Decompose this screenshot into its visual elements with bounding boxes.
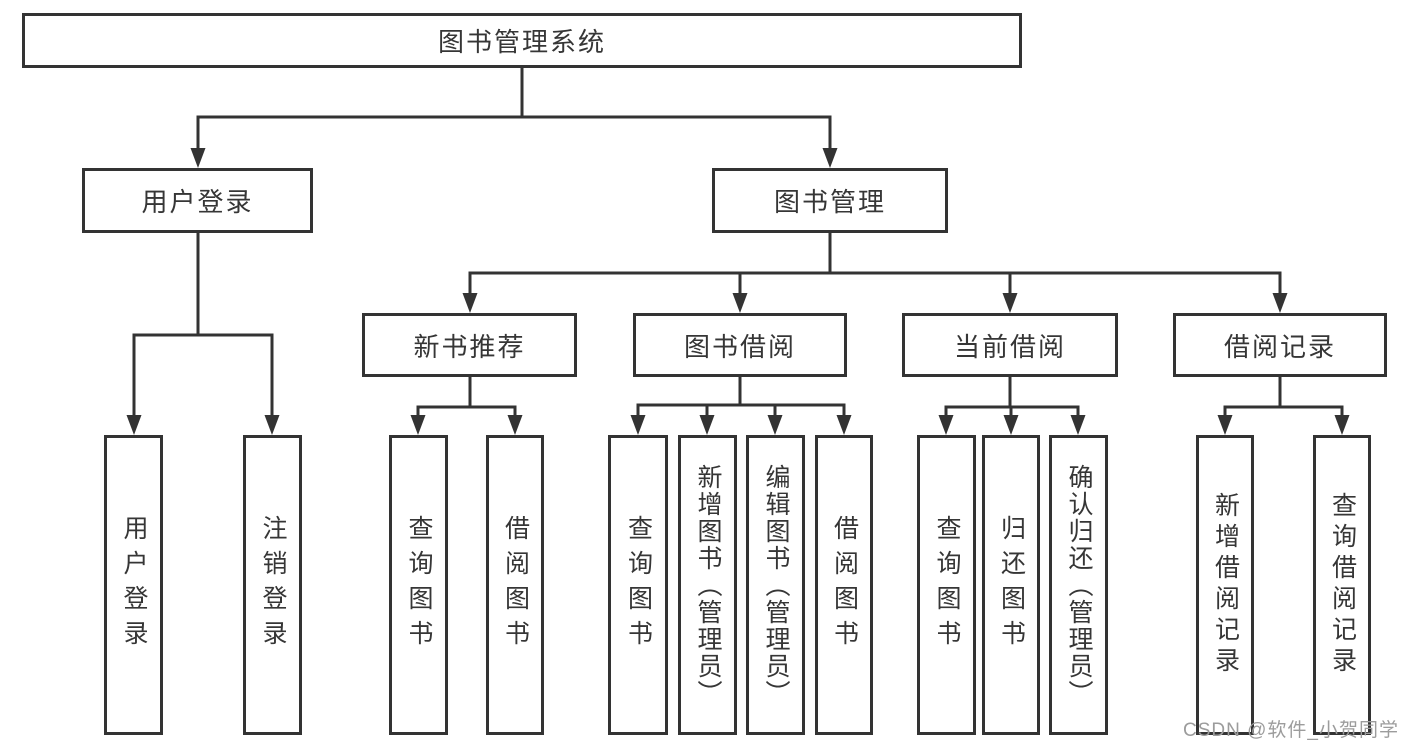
leaf-query-borrow-record: 查询借阅记录: [1313, 435, 1371, 735]
leaf-query-borrow-record-label: 查询借阅记录: [1328, 492, 1357, 678]
leaf-edit-book-admin: 编辑图书（管理员）: [746, 435, 805, 735]
leaf-user-login: 用户登录: [104, 435, 163, 735]
connector-user-login: [126, 233, 280, 435]
leaf-borrow-book: 借阅图书: [815, 435, 873, 735]
leaf-query-book-recommend: 查询图书: [389, 435, 448, 735]
leaf-confirm-return-admin-label: 确认归还（管理员）: [1065, 463, 1093, 707]
connector-new-book-recommend: [410, 377, 523, 435]
leaf-borrow-book-label: 借阅图书: [830, 515, 859, 655]
connector-book-management: [462, 233, 1288, 313]
leaf-query-book-borrow-label: 查询图书: [624, 515, 653, 655]
connector-root: [190, 68, 838, 168]
node-current-borrow: 当前借阅: [902, 313, 1118, 377]
leaf-query-book-recommend-label: 查询图书: [405, 515, 433, 655]
leaf-logout: 注销登录: [243, 435, 302, 735]
leaf-add-borrow-record-label: 新增借阅记录: [1211, 492, 1240, 678]
node-user-login: 用户登录: [82, 168, 313, 233]
leaf-user-login-label: 用户登录: [120, 515, 148, 655]
leaf-logout-label: 注销登录: [259, 515, 287, 655]
leaf-add-book-admin-label: 新增图书（管理员）: [694, 463, 722, 707]
node-book-management: 图书管理: [712, 168, 948, 233]
node-borrow-records: 借阅记录: [1173, 313, 1387, 377]
leaf-return-book-label: 归还图书: [997, 515, 1026, 655]
leaf-edit-book-admin-label: 编辑图书（管理员）: [762, 463, 790, 707]
leaf-borrow-book-recommend-label: 借阅图书: [501, 515, 530, 655]
node-book-borrow: 图书借阅: [633, 313, 847, 377]
leaf-query-book-borrow: 查询图书: [608, 435, 668, 735]
leaf-add-borrow-record: 新增借阅记录: [1196, 435, 1254, 735]
leaf-query-book-current: 查询图书: [917, 435, 976, 735]
leaf-query-book-current-label: 查询图书: [933, 515, 961, 655]
node-root-system: 图书管理系统: [22, 13, 1022, 68]
leaf-add-book-admin: 新增图书（管理员）: [678, 435, 737, 735]
leaf-confirm-return-admin: 确认归还（管理员）: [1049, 435, 1108, 735]
leaf-return-book: 归还图书: [982, 435, 1040, 735]
connector-book-borrow: [630, 377, 852, 435]
connector-borrow-records: [1217, 377, 1350, 435]
leaf-borrow-book-recommend: 借阅图书: [486, 435, 544, 735]
node-new-book-recommend: 新书推荐: [362, 313, 577, 377]
connector-current-borrow: [938, 377, 1086, 435]
csdn-watermark: CSDN @软件_小贺同学: [1183, 720, 1399, 741]
